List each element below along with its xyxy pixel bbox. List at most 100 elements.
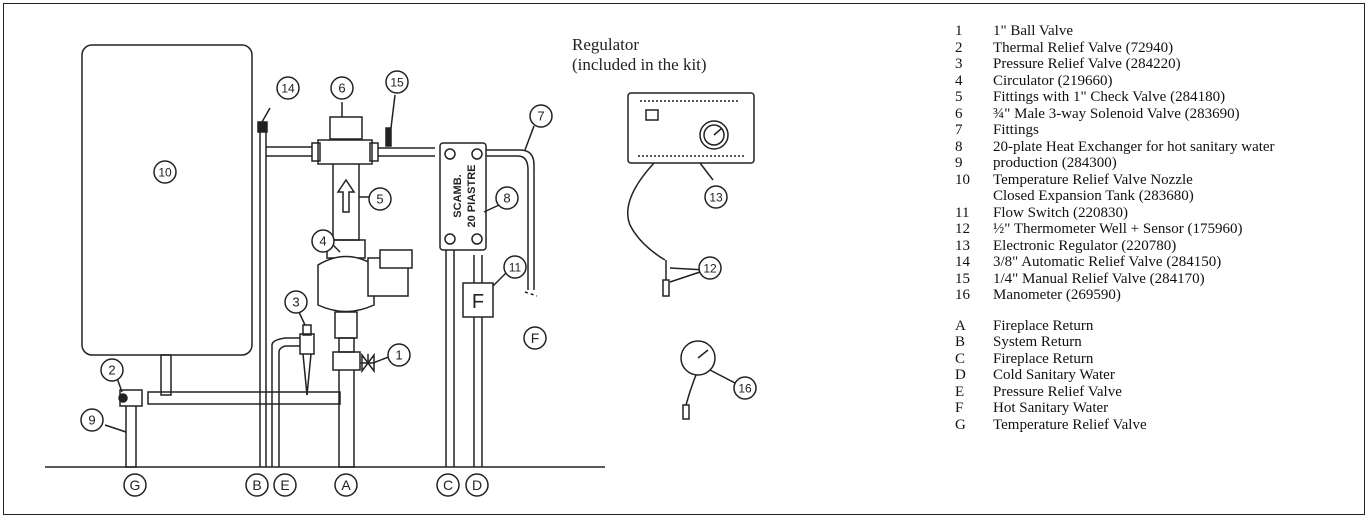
legend-text: Manometer (269590) xyxy=(993,287,1121,303)
svg-text:D: D xyxy=(472,477,482,493)
legend-text: production (284300) xyxy=(993,155,1117,171)
callout-7: 7 xyxy=(529,104,553,128)
main-horizontal-pipe xyxy=(147,391,341,405)
connection-C: C xyxy=(436,473,460,497)
legend-letter: A xyxy=(955,317,966,334)
callout-5: 5 xyxy=(368,187,392,211)
legend-letter: D xyxy=(955,367,966,383)
svg-text:F: F xyxy=(531,330,540,346)
legend-text: ¾" Male 3-way Solenoid Valve (283690) xyxy=(993,105,1240,122)
legend-number: 1 xyxy=(955,23,963,39)
flow-switch-label: F xyxy=(472,291,484,313)
legend-number: 3 xyxy=(955,56,963,72)
legend-number: 5 xyxy=(955,89,963,105)
legend-text: 20-plate Heat Exchanger for hot sanitary… xyxy=(993,138,1275,155)
svg-text:G: G xyxy=(130,477,141,493)
legend-number: 7 xyxy=(955,122,963,138)
legend-number: 16 xyxy=(955,287,970,303)
legend-item-C: C Fireplace Return xyxy=(955,351,1275,368)
legend-text: Pressure Relief Valve xyxy=(993,383,1122,400)
connection-E: E xyxy=(273,473,297,497)
regulator-caption-line1: Regulator xyxy=(572,35,639,54)
legend-text: 1" Ball Valve xyxy=(993,23,1074,39)
legend-number: 10 xyxy=(955,171,970,188)
legend-number: 2 xyxy=(955,39,963,56)
legend-text: Electronic Regulator (220780) xyxy=(993,237,1177,254)
exchanger-label-line1: SCAMB. xyxy=(452,174,464,217)
svg-text:1: 1 xyxy=(395,348,402,363)
connection-A: A xyxy=(334,473,358,497)
legend-text: Flow Switch (220830) xyxy=(993,204,1128,221)
thermometer-well xyxy=(662,279,670,297)
legend: 1 1" Ball Valve 2 Thermal Relief Valve (729… xyxy=(955,23,1275,433)
automatic-relief-valve xyxy=(257,121,268,133)
legend-item-G: G Temperature Relief Valve xyxy=(955,417,1275,434)
svg-text:3: 3 xyxy=(292,295,299,310)
legend-text: Fittings xyxy=(993,122,1039,138)
pipe-g xyxy=(125,402,137,468)
heat-exchanger xyxy=(439,142,487,251)
svg-text:13: 13 xyxy=(709,191,723,205)
legend-item-14: 14 3/8" Automatic Relief Valve (284150) xyxy=(955,254,1275,271)
manometer xyxy=(680,340,716,376)
callout-8: 8 xyxy=(495,186,519,210)
callout-15: 15 xyxy=(385,70,409,94)
flow-switch xyxy=(462,282,494,318)
pipe-a xyxy=(338,367,355,468)
svg-text:B: B xyxy=(252,477,261,493)
ball-valve xyxy=(360,352,375,374)
sensor-cable xyxy=(626,162,666,261)
legend-letter: B xyxy=(955,334,966,350)
svg-text:7: 7 xyxy=(537,109,544,124)
legend-number: 8 xyxy=(955,138,963,155)
svg-text:8: 8 xyxy=(503,191,510,206)
legend-text: Temperature Relief Valve Nozzle Closed E… xyxy=(993,171,1194,205)
manual-relief-valve xyxy=(385,127,392,147)
regulator-caption-line2: (included in the kit) xyxy=(572,55,707,74)
circulator xyxy=(317,239,413,313)
legend-number: 14 xyxy=(955,254,970,270)
connection-G: G xyxy=(123,473,147,497)
legend-text: Cold Sanitary Water xyxy=(993,367,1115,383)
svg-text:2: 2 xyxy=(108,363,115,378)
svg-text:16: 16 xyxy=(738,382,752,396)
legend-text: Temperature Relief Valve xyxy=(993,416,1147,433)
legend-text: Fittings with 1" Check Valve (284180) xyxy=(993,89,1226,105)
legend-text: 3/8" Automatic Relief Valve (284150) xyxy=(993,254,1222,270)
legend-text: ½" Thermometer Well + Sensor (175960) xyxy=(993,221,1243,237)
legend-item-7: 7 Fittings xyxy=(955,122,1275,139)
legend-item-8: 8 20-plate Heat Exchanger for hot sanitar… xyxy=(955,139,1275,156)
callout-3: 3 xyxy=(284,290,308,314)
callout-12: 12 xyxy=(698,256,722,280)
legend-letter: G xyxy=(955,416,966,433)
legend-letter: C xyxy=(955,350,966,367)
legend-text: Thermal Relief Valve (72940) xyxy=(993,39,1174,56)
legend-number: 9 xyxy=(955,155,963,171)
svg-text:9: 9 xyxy=(88,413,95,428)
legend-numbered-list: 1 1" Ball Valve 2 Thermal Relief Valve (729… xyxy=(955,23,1275,304)
connection-B: B xyxy=(245,473,269,497)
callout-10: 10 xyxy=(153,160,177,184)
svg-text:14: 14 xyxy=(281,82,295,96)
solenoid-valve xyxy=(311,116,379,165)
svg-text:C: C xyxy=(443,477,453,493)
svg-text:E: E xyxy=(280,477,289,493)
svg-text:5: 5 xyxy=(376,192,383,207)
svg-text:6: 6 xyxy=(338,81,345,96)
callout-16: 16 xyxy=(733,376,757,400)
legend-item-10: 10 Temperature Relief Valve Nozzle Closed… xyxy=(955,172,1275,205)
legend-text: Circulator (219660) xyxy=(993,72,1113,89)
legend-number: 15 xyxy=(955,270,970,287)
callout-6: 6 xyxy=(330,76,354,100)
legend-text: Fireplace Return xyxy=(993,350,1094,367)
svg-text:15: 15 xyxy=(390,76,404,90)
